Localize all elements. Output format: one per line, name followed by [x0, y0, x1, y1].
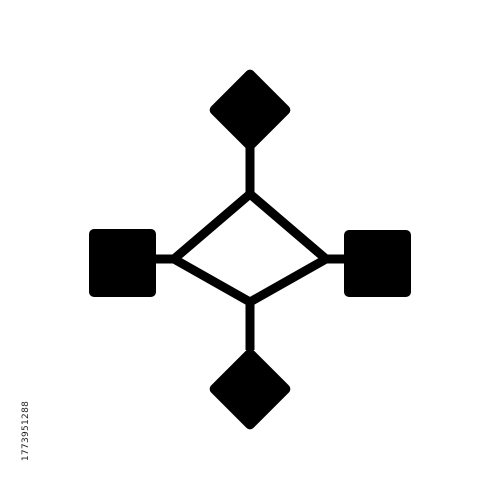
left-square-node [89, 229, 156, 297]
top-diamond-node [209, 69, 291, 151]
bottom-diamond-node [209, 348, 291, 430]
right-square-node [344, 230, 411, 297]
image-id-text: 1773951288 [21, 400, 31, 462]
center-diamond-outline [166, 188, 334, 308]
